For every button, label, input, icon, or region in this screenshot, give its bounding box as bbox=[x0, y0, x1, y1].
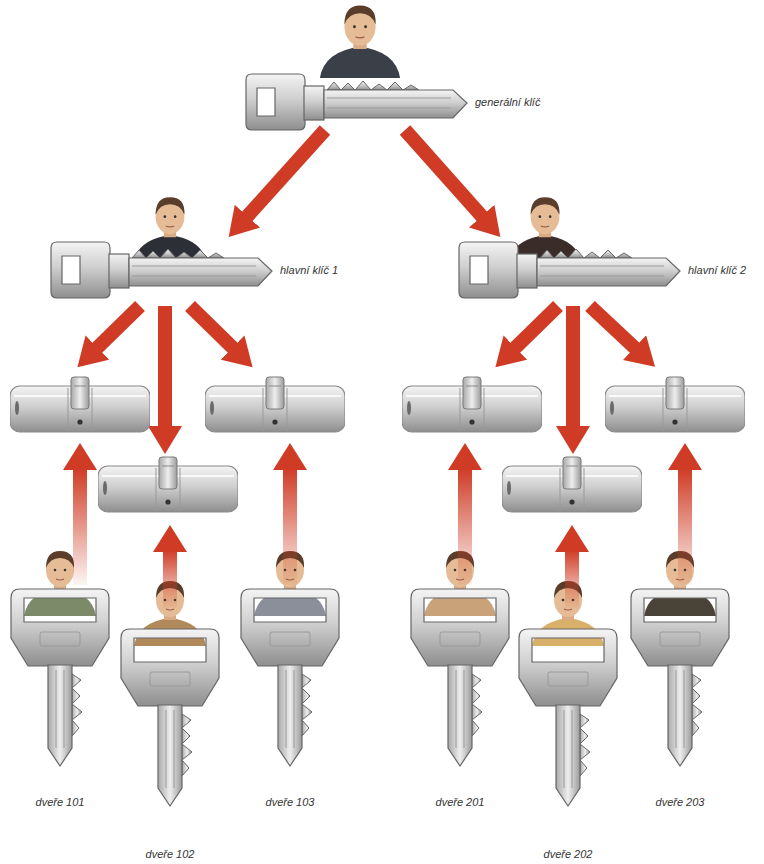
lock-cylinder bbox=[502, 457, 642, 512]
person-figure bbox=[320, 6, 400, 78]
key-arrow bbox=[63, 443, 97, 585]
door-key: dveře 102 bbox=[120, 618, 220, 862]
key-label: dveře 202 bbox=[518, 848, 618, 860]
hierarchy-arrow bbox=[405, 130, 483, 218]
key-shape bbox=[411, 589, 509, 766]
master-key: generální klíč bbox=[245, 72, 565, 130]
access-arrow bbox=[190, 306, 234, 349]
key-arrow bbox=[555, 525, 589, 608]
key-label: dveře 203 bbox=[630, 796, 730, 808]
key-label: hlavní klíč 2 bbox=[688, 264, 746, 276]
access-arrow bbox=[566, 306, 580, 428]
access-arrow bbox=[514, 306, 558, 349]
key-shape bbox=[410, 588, 510, 768]
key-label: dveře 103 bbox=[240, 796, 340, 808]
access-arrow bbox=[158, 306, 172, 428]
access-arrow bbox=[590, 306, 636, 349]
door-key: dveře 103 bbox=[240, 588, 340, 810]
key-arrow bbox=[448, 443, 482, 585]
key-shape bbox=[631, 589, 729, 766]
key-shape bbox=[519, 629, 617, 806]
key-shape bbox=[245, 72, 470, 132]
key-arrow bbox=[273, 443, 307, 585]
key-shape bbox=[246, 74, 467, 130]
key-label: dveře 102 bbox=[120, 848, 220, 860]
access-arrow bbox=[96, 306, 140, 349]
key-label: dveře 201 bbox=[410, 796, 510, 808]
door-key: dveře 203 bbox=[630, 588, 730, 810]
door-key: dveře 202 bbox=[518, 618, 618, 862]
lock-cylinder bbox=[205, 377, 345, 432]
key-shape bbox=[459, 242, 680, 298]
key-shape bbox=[50, 240, 275, 300]
key-label: hlavní klíč 1 bbox=[280, 264, 338, 276]
key-arrow bbox=[668, 443, 702, 585]
key-shape bbox=[630, 588, 730, 768]
door-key: dveře 101 bbox=[10, 588, 110, 810]
key-shape bbox=[458, 240, 683, 300]
key-shape bbox=[121, 629, 219, 806]
key-arrow bbox=[153, 525, 187, 608]
key-shape bbox=[120, 618, 220, 818]
key-label: dveře 101 bbox=[10, 796, 110, 808]
lock-cylinder bbox=[402, 377, 542, 432]
lock-cylinder bbox=[98, 457, 238, 512]
lock-cylinder bbox=[605, 377, 745, 432]
door-key: dveře 201 bbox=[410, 588, 510, 810]
lock-cylinder bbox=[10, 377, 150, 432]
master-key: hlavní klíč 1 bbox=[50, 240, 370, 304]
key-shape bbox=[518, 618, 618, 818]
master-key: hlavní klíč 2 bbox=[458, 240, 758, 304]
key-label: generální klíč bbox=[475, 96, 540, 108]
key-shape bbox=[10, 588, 110, 768]
key-shape bbox=[11, 589, 109, 766]
hierarchy-arrow bbox=[246, 130, 325, 218]
key-shape bbox=[241, 589, 339, 766]
key-shape bbox=[240, 588, 340, 768]
key-shape bbox=[51, 242, 272, 298]
